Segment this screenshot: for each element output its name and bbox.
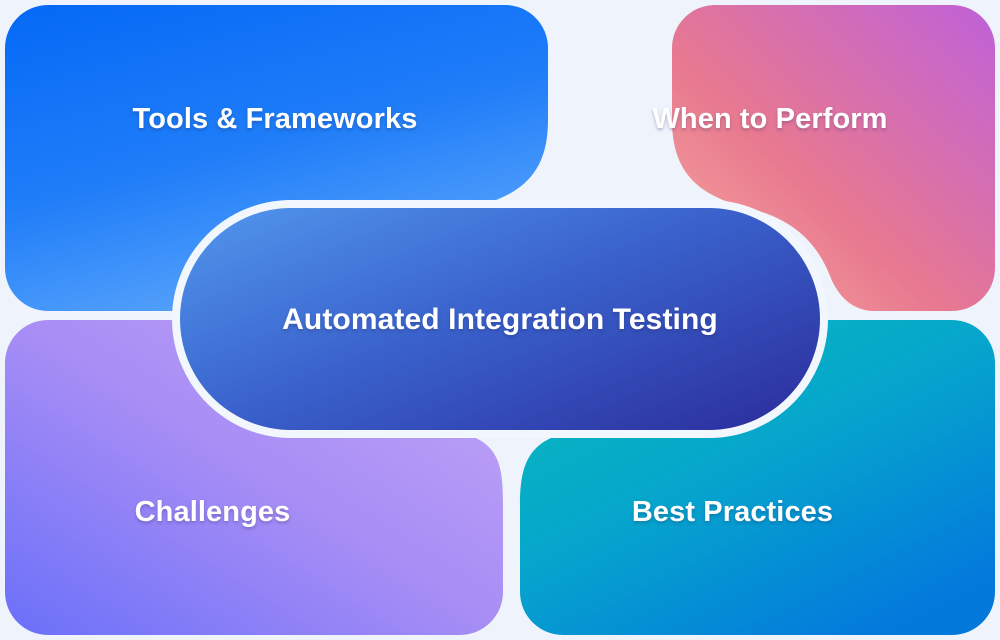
center-node-shape[interactable]: [180, 208, 820, 430]
branch-shape-when-to-perform[interactable]: [672, 5, 995, 311]
center-node-group[interactable]: [172, 200, 828, 438]
